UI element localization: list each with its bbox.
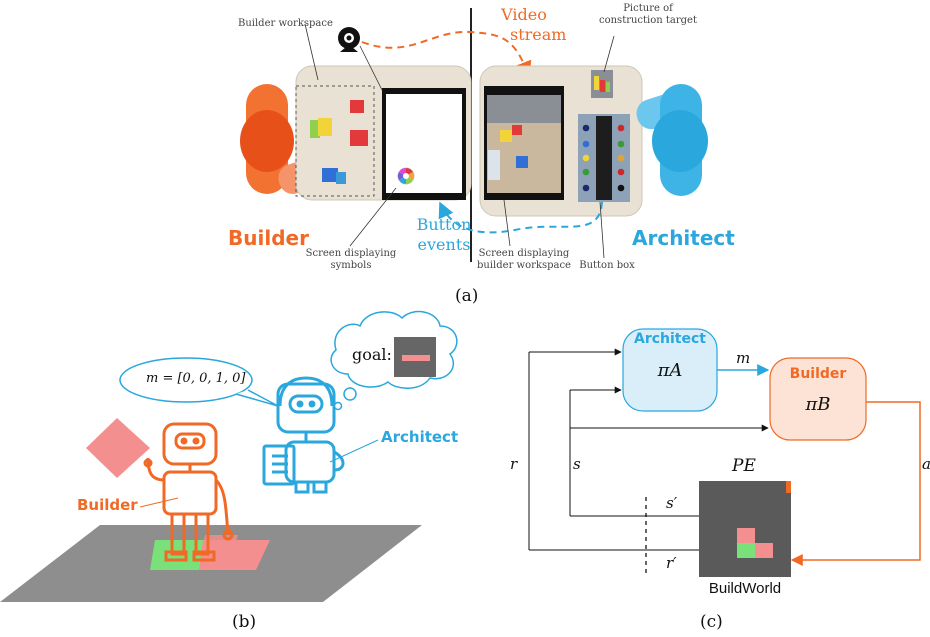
builder-robot xyxy=(143,422,234,562)
screen-symbols-line2: symbols xyxy=(330,260,372,271)
button-label: Button xyxy=(416,215,472,234)
architect-node-label: Architect xyxy=(634,331,706,347)
workspace-screen-pointer xyxy=(503,199,511,247)
goal-target-block xyxy=(402,355,430,361)
builder-screen-display xyxy=(386,94,462,193)
action-edge-label: a xyxy=(922,455,930,473)
env-policy-label: PE xyxy=(732,456,756,476)
r-prime-label: r′ xyxy=(666,554,677,572)
webcam-icon xyxy=(338,27,360,52)
architect-figure-a xyxy=(636,84,708,196)
button-events-arrow xyxy=(438,201,603,234)
builder-label-a: Builder xyxy=(228,226,309,250)
screen-workspace-line1: Screen displaying xyxy=(478,248,570,259)
floating-block xyxy=(86,418,150,478)
builder-label-b: Builder xyxy=(77,496,138,514)
builder-label-pointer xyxy=(139,497,179,508)
lego-blocks xyxy=(310,100,368,184)
panel-b-label: (b) xyxy=(232,612,257,632)
buildworld-red-cell-2 xyxy=(755,543,773,558)
screen-workspace-label: Screen displaying builder workspace xyxy=(462,248,586,272)
webcam-pointer xyxy=(359,45,383,91)
builder-workspace-area xyxy=(295,85,375,197)
picture-target-label: Picture of construction target xyxy=(578,3,718,27)
s-prime-label: s′ xyxy=(666,494,678,512)
red-tile xyxy=(199,540,270,570)
button-events-label: Button events xyxy=(414,215,474,255)
goal-label: goal: xyxy=(352,345,392,364)
buildworld-label: BuildWorld xyxy=(708,580,782,597)
symbols-pointer xyxy=(349,187,397,247)
r-edge-label: r xyxy=(510,455,518,473)
screen-workspace-line2: builder workspace xyxy=(477,260,571,271)
workspace-pointer xyxy=(304,23,319,81)
button-box-label: Button box xyxy=(579,260,635,271)
picture-of-label: Picture of xyxy=(623,3,673,14)
stream-label: stream xyxy=(510,25,567,44)
events-label: events xyxy=(417,235,471,254)
architect-label-b: Architect xyxy=(381,428,459,446)
target-pointer xyxy=(603,35,615,73)
button-box-pointer xyxy=(599,201,605,259)
panel-a-label: (a) xyxy=(455,286,479,306)
symbol-icon xyxy=(397,167,415,185)
video-label: Video xyxy=(501,5,547,24)
buildworld-red-cell xyxy=(737,528,755,543)
screen-symbols-label: Screen displaying symbols xyxy=(296,248,406,272)
builder-node-label: Builder xyxy=(789,366,847,382)
panel-a xyxy=(240,8,708,262)
s-edge-label: s xyxy=(573,455,581,473)
message-text: m = [0, 0, 1, 0] xyxy=(146,371,246,386)
architect-label-a: Architect xyxy=(632,226,735,250)
button-box-buttons xyxy=(582,124,625,192)
video-stream-arrow xyxy=(361,30,532,78)
builder-workspace-label: Builder workspace xyxy=(238,18,333,29)
action-arrow xyxy=(790,401,921,566)
screen-symbols-line1: Screen displaying xyxy=(305,248,397,259)
panel-c-label: (c) xyxy=(700,612,723,632)
architect-label-pointer xyxy=(329,439,379,463)
architect-policy-label: πA xyxy=(657,360,683,381)
architect-robot xyxy=(262,376,345,494)
speech-bubble xyxy=(119,357,279,407)
builder-node xyxy=(769,357,867,441)
panel-b xyxy=(0,310,458,602)
video-stream-label: Video stream xyxy=(484,5,567,45)
panel-c xyxy=(528,328,921,577)
thought-bubble xyxy=(330,310,458,411)
builder-policy-label: πB xyxy=(805,394,831,415)
construction-target-label: construction target xyxy=(599,15,697,26)
buildworld-green-cell xyxy=(737,543,755,558)
m-edge-label: m xyxy=(736,349,751,367)
